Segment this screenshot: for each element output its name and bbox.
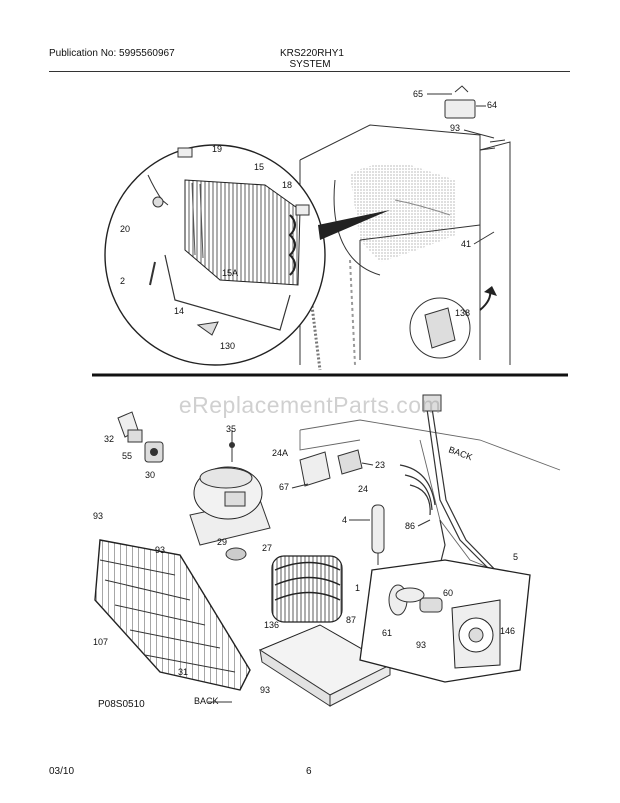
part-27-grommet: [225, 547, 247, 561]
callout-31: 93: [260, 685, 270, 695]
callout-30: 30: [145, 470, 155, 480]
callout-2: 2: [120, 276, 125, 286]
callout-19: 19: [212, 144, 222, 154]
callout-61: 61: [382, 628, 392, 638]
callout-5: 5: [513, 552, 518, 562]
callout-35: 35: [226, 424, 236, 434]
fan-motor-60: [419, 597, 443, 613]
header-rule: [49, 71, 570, 72]
fan-detail-box: [359, 559, 531, 683]
callout-93-left-top: 93: [93, 511, 103, 521]
condenser-grill-107: [94, 539, 251, 691]
base-pan-31: [258, 624, 392, 707]
callout-55: 55: [122, 451, 132, 461]
callout-107: 31: [178, 667, 188, 677]
watermark: eReplacementParts.com: [178, 392, 442, 418]
callout-4: 4: [342, 515, 347, 525]
bracket-24a: [299, 449, 363, 487]
callout-136-left: 136: [264, 620, 279, 630]
footer-date: 03/10: [49, 766, 75, 777]
section-title: SYSTEM: [289, 59, 331, 70]
callout-27: 27: [262, 543, 272, 553]
model-number: KRS220RHY1: [280, 48, 344, 59]
tubing: [399, 394, 511, 586]
publication-number: Publication No: 5995560967: [49, 48, 175, 59]
callout-32: 32: [104, 434, 114, 444]
condenser-coil-1: [271, 555, 343, 623]
callout-24: 24: [358, 484, 368, 494]
callout-136-right: 87: [346, 615, 356, 625]
part-86-clamp: [422, 394, 442, 412]
page-number: 6: [306, 766, 312, 777]
callout-67: 67: [279, 482, 289, 492]
callout-86: 86: [405, 521, 415, 531]
callout-87: 146: [500, 626, 515, 636]
callout-18: 18: [282, 180, 292, 190]
callout-93-left-bottom: 107: [93, 637, 108, 647]
callout-93-grill: 93: [155, 545, 165, 555]
drier-part-4: [371, 504, 385, 565]
part-138-detail: [409, 286, 497, 359]
part-20-thermostat: [152, 196, 164, 208]
part-64-bracket: [444, 85, 476, 119]
callout-15: 15: [254, 162, 264, 172]
fan-blade-61: [388, 584, 425, 616]
part-19-clip: [177, 147, 193, 158]
evaporator-coil: [184, 179, 301, 286]
evaporator-detail-circle: [104, 144, 390, 366]
callout-65: 65: [413, 89, 423, 99]
callouts-top: 65 64 93 19 15 18 20 15A 2 14 130 41 138: [120, 89, 497, 351]
relay-parts: [117, 411, 164, 463]
callout-93-bottom: BACK: [194, 696, 219, 706]
callout-24A: 24A: [272, 448, 288, 458]
evaporator-cover-speckle: [350, 163, 455, 262]
callout-93-top: 93: [450, 123, 460, 133]
callout-15A: 15A: [222, 268, 238, 278]
callout-back: BACK: [447, 444, 473, 462]
callout-138: 138: [455, 308, 470, 318]
callout-14: 14: [174, 306, 184, 316]
callout-29: 29: [217, 537, 227, 547]
fan-shroud-146: [451, 599, 501, 669]
callout-41: 41: [461, 239, 471, 249]
figure-code: P08S0510: [98, 699, 145, 710]
callout-64: 64: [487, 100, 497, 110]
callout-146: 93: [416, 640, 426, 650]
callout-23: 23: [375, 460, 385, 470]
callout-20: 20: [120, 224, 130, 234]
callout-1: 1: [355, 583, 360, 593]
part-130-clip: [196, 321, 219, 336]
compressor: [189, 430, 271, 561]
part-18-clip: [295, 204, 310, 216]
callout-60: 60: [443, 588, 453, 598]
callout-130: 130: [220, 341, 235, 351]
